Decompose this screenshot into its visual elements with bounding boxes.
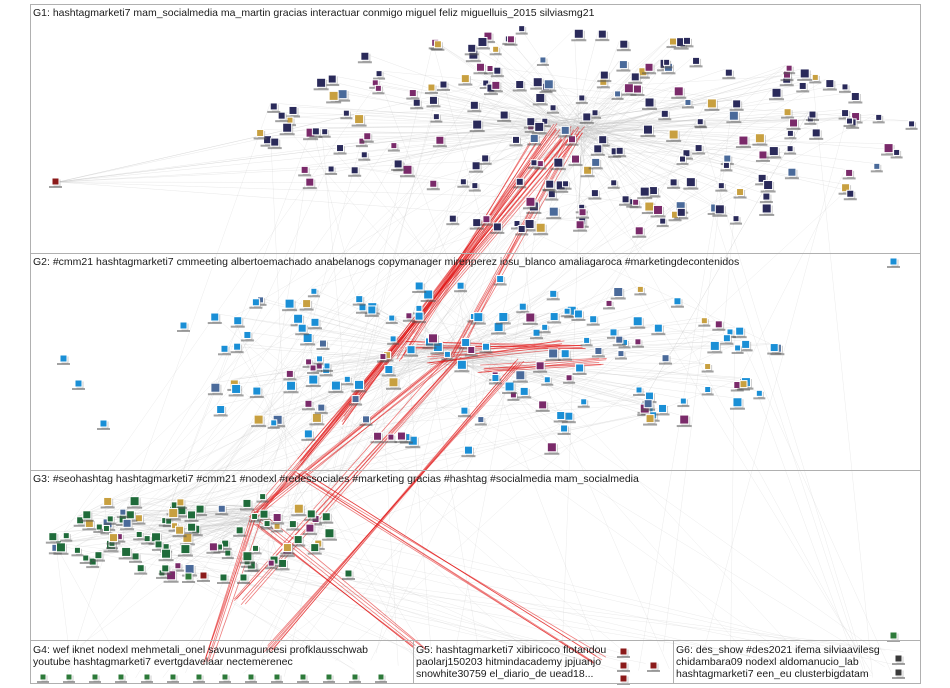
- group-label-g6-line3: hashtagmarketi7 een_eu clusterbigdatam: [676, 668, 869, 680]
- group-box-g2: [30, 253, 921, 471]
- group-label-g5-line1: G5: hashtagmarketi7 xibiricoco flotandou: [416, 644, 606, 656]
- group-label-g4-line1: G4: wef iknet nodexl mehmetali_onel savu…: [33, 644, 368, 656]
- group-label-g2: G2: #cmm21 hashtagmarketi7 cmmeeting alb…: [33, 256, 739, 268]
- group-label-g6-line1: G6: des_show #des2021 ifema silviaaviles…: [676, 644, 880, 656]
- group-label-g4-line2: youtube hashtagmarketi7 evertgdavelaar n…: [33, 656, 293, 668]
- group-label-g5-line3: snowhite30759 el_diario_de uead18...: [416, 668, 593, 680]
- group-box-g3: [30, 470, 921, 641]
- group-box-g1: [30, 4, 921, 254]
- group-label-g3: G3: #seohashtag hashtagmarketi7 #cmm21 #…: [33, 473, 639, 485]
- group-label-g1: G1: hashtagmarketi7 mam_socialmedia ma_m…: [33, 7, 594, 19]
- group-label-g5-line2: paolarj150203 hitmindacademy jpjuanjo: [416, 656, 601, 668]
- group-label-g6-line2: chidambara09 nodexl aldomanucio_lab: [676, 656, 859, 668]
